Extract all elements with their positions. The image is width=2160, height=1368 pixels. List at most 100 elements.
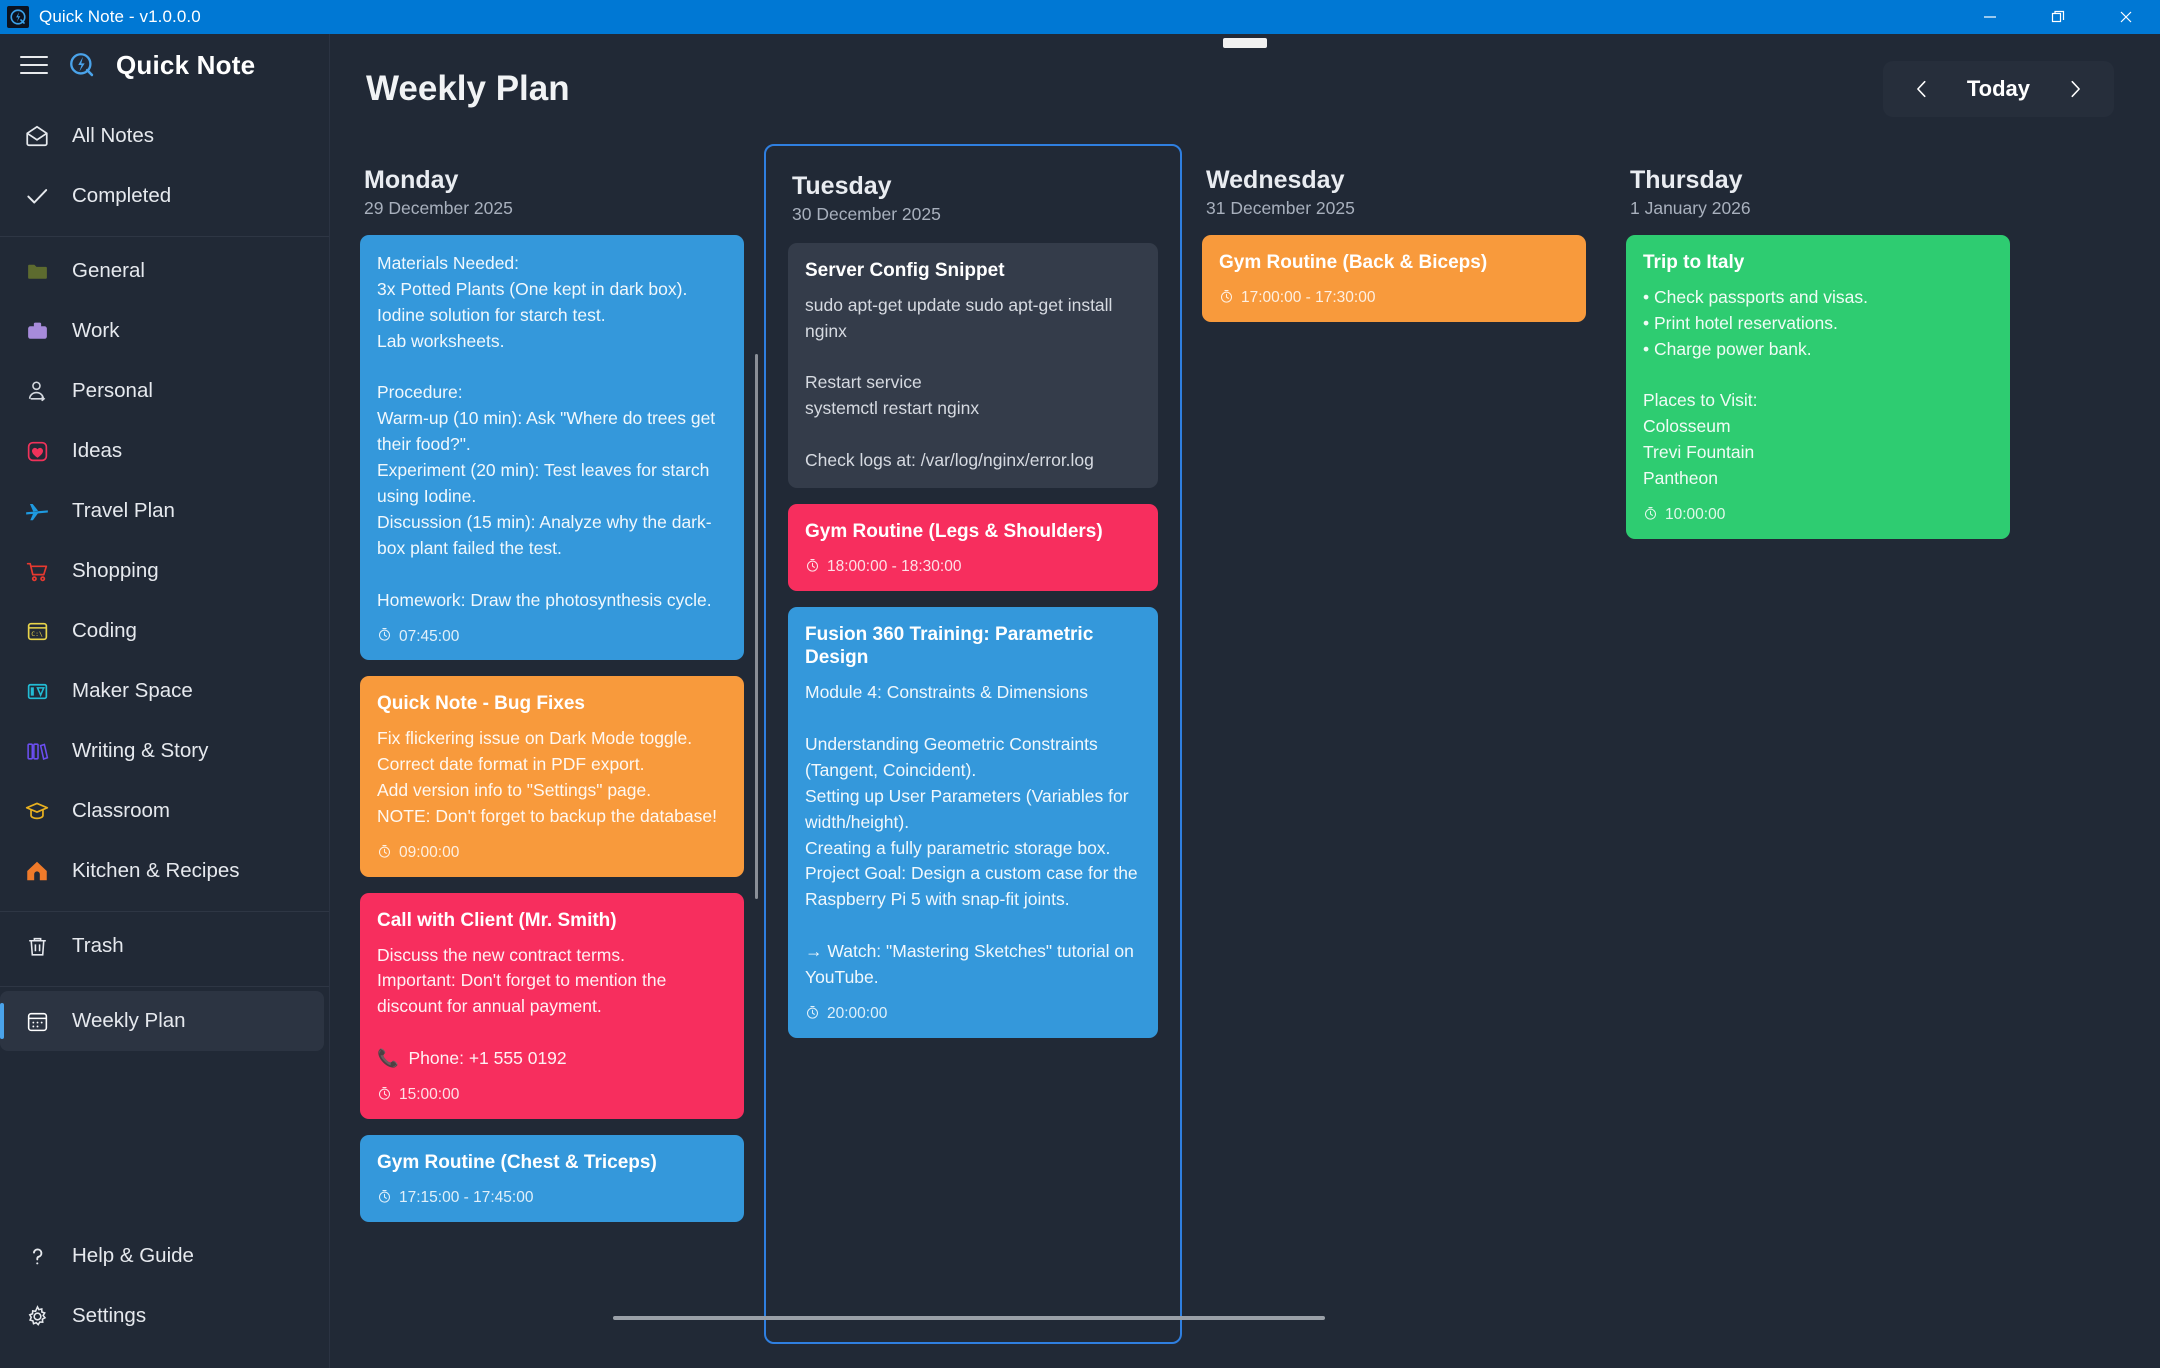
clock-icon [805,558,820,577]
clock-icon [377,627,392,646]
sidebar-item-label: Completed [72,184,172,207]
sidebar-item-trash[interactable]: Trash [0,916,329,976]
sidebar-item-travel-plan[interactable]: Travel Plan [0,481,329,541]
sidebar-item-maker-space[interactable]: Maker Space [0,661,329,721]
question-mark-icon [22,1241,52,1271]
day-column-header: Wednesday 31 December 2025 [1190,144,1598,225]
day-date: 1 January 2026 [1630,198,1751,218]
heart-icon [22,436,52,466]
sidebar-item-label: Help & Guide [72,1244,194,1267]
day-column-cards: Materials Needed: 3x Potted Plants (One … [348,225,756,1222]
day-name: Tuesday [792,172,892,200]
horizontal-scrollbar[interactable] [613,1316,2160,1320]
chevron-right-icon[interactable] [2048,61,2102,117]
note-card-title: Gym Routine (Legs & Shoulders) [805,520,1103,542]
note-card-time-text: 09:00:00 [399,844,460,862]
sidebar-item-general[interactable]: General [0,241,329,301]
sidebar-item-label: All Notes [72,124,155,147]
sidebar-item-label: Shopping [72,559,159,582]
sidebar-header: Quick Note [0,34,329,96]
day-date: 31 December 2025 [1206,198,1355,218]
sidebar-item-label: Kitchen & Recipes [72,859,240,882]
sidebar-item-completed[interactable]: Completed [0,166,329,226]
calendar-icon [22,1006,52,1036]
window-drag-handle[interactable] [1223,38,1267,48]
clock-icon [805,1005,820,1024]
note-card-time: 20:00:00 [805,1005,1141,1024]
note-card[interactable]: Gym Routine (Chest & Triceps)17:15:00 - … [360,1134,744,1222]
sidebar-spacer [0,1051,329,1226]
day-name: Wednesday [1206,166,1345,194]
note-card[interactable]: Materials Needed: 3x Potted Plants (One … [360,235,744,661]
window-controls [1956,0,2160,34]
sidebar-item-weekly-plan[interactable]: Weekly Plan [0,991,324,1051]
brand-logo-icon [68,51,96,79]
sidebar-item-label: Ideas [72,439,123,462]
note-card[interactable]: Gym Routine (Back & Biceps)17:00:00 - 17… [1202,235,1586,322]
folder-icon [22,256,52,286]
clock-icon [377,1189,392,1208]
sidebar-item-shopping[interactable]: Shopping [0,541,329,601]
sidebar-item-label: General [72,259,145,282]
minimize-icon[interactable] [1956,0,2024,34]
sidebar-item-personal[interactable]: Personal [0,361,329,421]
day-column-header: Thursday 1 January 2026 [1614,144,2022,225]
window-titlebar: Quick Note - v1.0.0.0 [0,0,2160,34]
date-navigation: Today [1882,61,2114,117]
note-card-body: • Check passports and visas. • Print hot… [1643,286,1868,488]
sidebar-item-help-and-guide[interactable]: Help & Guide [0,1226,329,1286]
chevron-left-icon[interactable] [1895,61,1949,117]
sidebar-item-work[interactable]: Work [0,301,329,361]
note-card-title: Quick Note - Bug Fixes [377,693,585,715]
sidebar: Quick Note All Notes Completed [0,34,330,1368]
person-icon [22,376,52,406]
day-name: Thursday [1630,166,1743,194]
hamburger-icon[interactable] [20,51,48,79]
window-title: Quick Note - v1.0.0.0 [39,7,201,26]
note-card[interactable]: Trip to Italy• Check passports and visas… [1626,235,2010,539]
sidebar-item-label: Classroom [72,799,170,822]
vertical-scrollbar[interactable] [755,354,758,899]
horizontal-scrollbar-thumb[interactable] [613,1316,1325,1320]
note-card-time: 07:45:00 [377,627,727,646]
note-card-title: Fusion 360 Training: Parametric Design [805,623,1094,669]
sidebar-item-coding[interactable]: C:\ Coding [0,601,329,661]
note-card-title: Server Config Snippet [805,260,1005,281]
sidebar-item-kitchen-and-recipes[interactable]: Kitchen & Recipes [0,841,329,901]
house-icon [22,856,52,886]
note-card-time-text: 10:00:00 [1665,506,1726,524]
note-card[interactable]: Call with Client (Mr. Smith)Discuss the … [360,892,744,1119]
restore-icon[interactable] [2024,0,2092,34]
note-card-title: Call with Client (Mr. Smith) [377,909,617,931]
sidebar-item-writing-and-story[interactable]: Writing & Story [0,721,329,781]
airplane-icon [22,496,52,526]
clock-icon [377,844,392,863]
trash-icon [22,931,52,961]
page-title: Weekly Plan [366,69,570,108]
note-card-body: Materials Needed: 3x Potted Plants (One … [377,253,716,610]
sidebar-item-ideas[interactable]: Ideas [0,421,329,481]
sidebar-primary-list: All Notes Completed General [0,96,329,1051]
sidebar-item-label: Work [72,319,120,342]
sidebar-item-label: Travel Plan [72,499,175,522]
note-card-time: 09:00:00 [377,844,727,863]
note-card-body: Module 4: Constraints & Dimensions Under… [805,682,1138,988]
close-icon[interactable] [2092,0,2160,34]
sidebar-item-all-notes[interactable]: All Notes [0,106,329,166]
today-button[interactable]: Today [1966,76,2030,101]
sidebar-item-classroom[interactable]: Classroom [0,781,329,841]
note-card[interactable]: Gym Routine (Legs & Shoulders)18:00:00 -… [788,503,1158,591]
sidebar-item-label: Settings [72,1304,147,1327]
sidebar-item-settings[interactable]: Settings [0,1286,329,1346]
day-column-cards: Trip to Italy• Check passports and visas… [1614,225,2022,539]
